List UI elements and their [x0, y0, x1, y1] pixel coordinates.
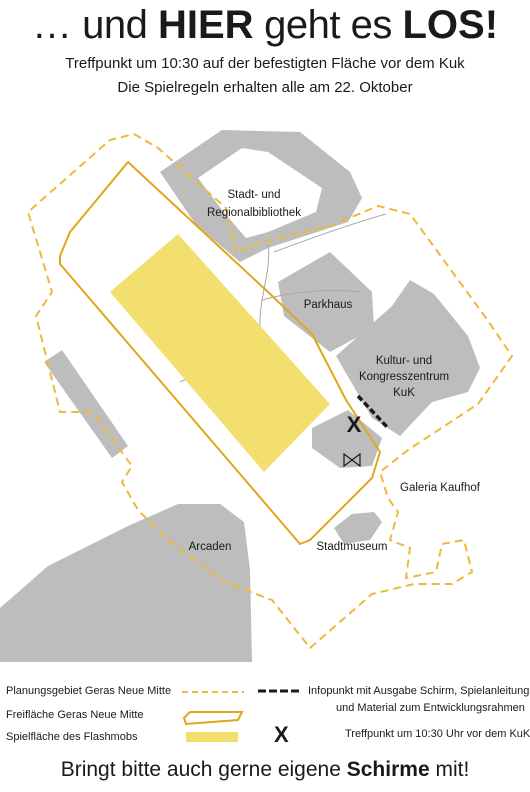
- site-map: X Stadt- und Regionalbibliothek Parkhaus…: [0, 130, 513, 662]
- subtitle-rules: Die Spielregeln erhalten alle am 22. Okt…: [117, 79, 413, 96]
- legend: Planungsgebiet Geras Neue Mitte Freifläc…: [0, 672, 530, 752]
- legend-outline-symbol: [182, 711, 244, 726]
- legend-info-symbol: [258, 689, 302, 693]
- headline-part-1: … und: [31, 3, 158, 47]
- building-stadtmuseum: [334, 512, 382, 544]
- legend-label-meeting: Treffpunkt um 10:30 Uhr vor dem KuK: [345, 728, 530, 740]
- building-parkhaus: [278, 252, 374, 352]
- building-kuk: [336, 280, 480, 436]
- label-library-line1: Stadt- und: [227, 189, 280, 201]
- legend-symbols-left: [182, 691, 244, 742]
- building-kuk-plaza: [312, 410, 382, 468]
- building-library-courtyard: [198, 148, 322, 238]
- subtitle-meeting-point: Treffpunkt um 10:30 auf der befestigten …: [65, 55, 465, 72]
- buildings: [0, 130, 480, 662]
- legend-label-planning: Planungsgebiet Geras Neue Mitte: [6, 685, 172, 697]
- label-galeria: Galeria Kaufhof: [400, 482, 481, 494]
- legend-fill-symbol: [186, 732, 238, 742]
- label-parkhaus: Parkhaus: [304, 299, 353, 311]
- legend-meeting-marker: X: [274, 722, 289, 747]
- footer-text: Bringt bitte auch gerne eigene Schirme m…: [0, 758, 530, 782]
- footer-part-2: mit!: [429, 758, 470, 781]
- label-kuk-line1: Kultur- und: [376, 355, 432, 367]
- headline-bold-1: HIER: [157, 3, 254, 47]
- label-arcaden: Arcaden: [189, 541, 232, 553]
- label-library-line2: Regionalbibliothek: [207, 207, 301, 219]
- free-area-outline: [59, 161, 381, 545]
- legend-label-free-area: Freifläche Geras Neue Mitte: [6, 709, 144, 721]
- legend-label-info-line2: und Material zum Entwicklungsrahmen: [336, 702, 525, 714]
- label-kuk-line3: KuK: [393, 387, 415, 399]
- meeting-point-marker: X: [347, 412, 362, 437]
- headline-part-2: geht es: [253, 3, 403, 47]
- building-arcaden: [0, 504, 252, 662]
- legend-label-play-area: Spielfläche des Flashmobs: [6, 731, 138, 743]
- footer-part-1: Bringt bitte auch gerne eigene: [60, 758, 347, 781]
- play-area-flashmob: [110, 234, 330, 472]
- footer-bold: Schirme: [346, 758, 430, 781]
- label-kuk-line2: Kongresszentrum: [359, 371, 449, 383]
- headline-bold-2: LOS!: [402, 3, 499, 47]
- planning-area-boundary: [27, 133, 513, 649]
- label-stadtmuseum: Stadtmuseum: [317, 541, 388, 553]
- legend-label-info-line1: Infopunkt mit Ausgabe Schirm, Spielanlei…: [308, 685, 530, 697]
- info-point-marker: [356, 394, 390, 430]
- building-west-block: [44, 350, 128, 458]
- bow-icon: [343, 452, 361, 468]
- headline: … und HIER geht es LOS!: [0, 0, 530, 50]
